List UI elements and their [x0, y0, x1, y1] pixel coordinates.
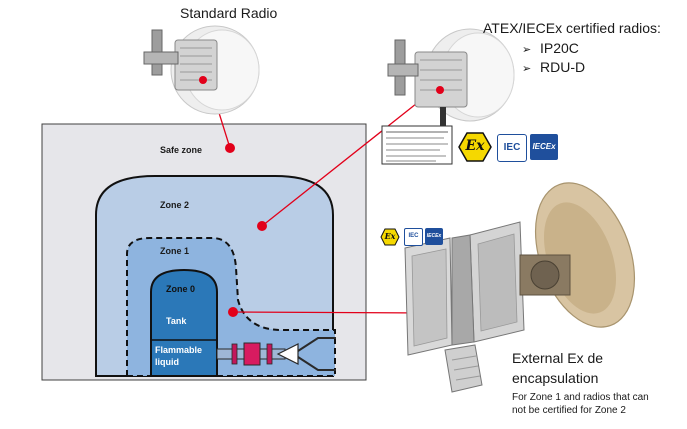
zone0-label: Zone 0 — [166, 284, 196, 294]
tank-label: Tank — [166, 316, 187, 326]
connector-dot-zone1 — [228, 307, 238, 317]
dish-antenna-image — [519, 182, 636, 328]
check-valve — [276, 343, 299, 365]
ex-hexagon-icon — [458, 132, 492, 162]
certification-label-plate — [381, 125, 453, 165]
connector-encapsulation — [232, 311, 429, 314]
encapsulation-note-line1: For Zone 1 and radios that can — [512, 392, 649, 403]
iecex-certification-badge: IECEx — [530, 134, 558, 160]
flammable-liquid-label-line1: Flammable — [155, 345, 203, 355]
iec-certification-badge-small: IEC — [404, 228, 423, 246]
atex-radio-list: ➢IP20C ➢RDU-D — [522, 40, 585, 78]
tank-vessel — [150, 268, 218, 377]
connector-dot-zone2 — [257, 221, 267, 231]
pipe-flange-right — [266, 343, 273, 365]
encapsulation-title-line1: External Ex de — [512, 350, 604, 366]
ex-de-enclosure-image — [404, 221, 525, 393]
safe-zone-label: Safe zone — [160, 145, 203, 155]
connector-dot-safe-zone — [225, 143, 235, 153]
zone1-label: Zone 1 — [160, 246, 190, 256]
inlet-pipe-upper — [297, 337, 336, 352]
ex-certification-badge: Ex — [458, 132, 492, 162]
flammable-liquid-label-line2: liquid — [155, 357, 179, 367]
connector-atex-radio — [261, 95, 427, 227]
zone2-label: Zone 2 — [160, 200, 190, 210]
atex-radios-label: ATEX/IECEx certified radios: — [483, 20, 661, 36]
atex-radio-image — [387, 28, 515, 127]
ex-hexagon-icon — [380, 228, 400, 246]
iec-certification-badge: IEC — [497, 134, 527, 162]
encapsulation-note-line2: not be certified for Zone 2 — [512, 405, 626, 416]
encapsulation-title-line2: encapsulation — [512, 370, 599, 386]
inlet-pipe-lower — [297, 356, 336, 371]
standard-radio-image — [143, 25, 260, 115]
pipe-flange-left — [231, 343, 238, 365]
atex-radio-item: ➢RDU-D — [522, 59, 586, 75]
valve — [243, 342, 261, 366]
ex-certification-badge-small: Ex — [380, 228, 400, 246]
standard-radio-label: Standard Radio — [180, 5, 278, 21]
atex-radio-item: ➢IP20C — [522, 40, 579, 56]
iecex-certification-badge-small: IECEx — [425, 228, 443, 245]
